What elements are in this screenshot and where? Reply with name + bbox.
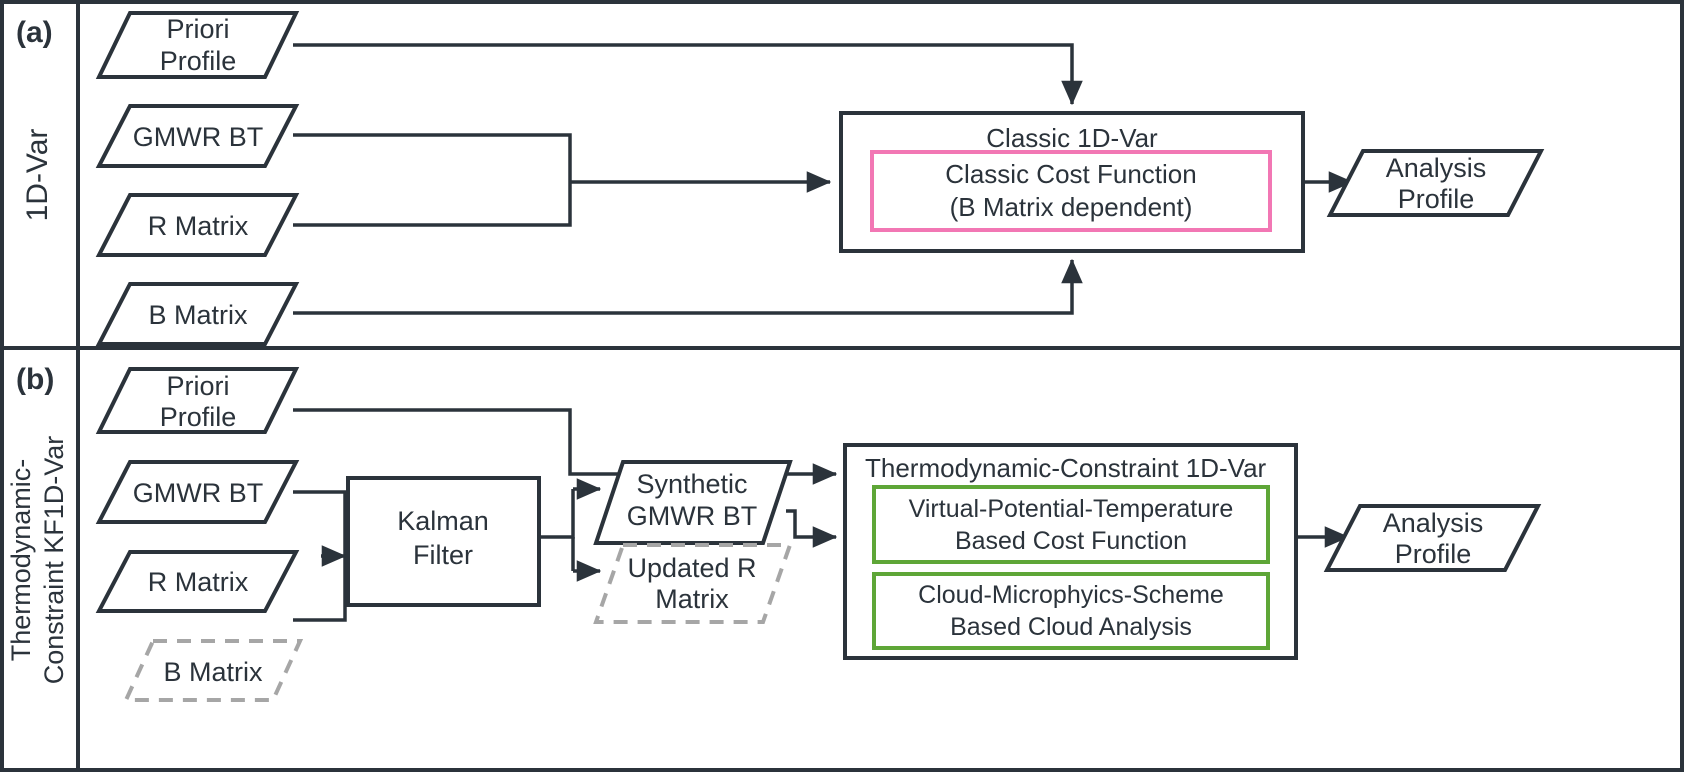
node-label-line1: Analysis — [1386, 153, 1487, 183]
inner-label-line2: (B Matrix dependent) — [950, 192, 1193, 222]
node-kalman-filter[interactable]: Kalman Filter — [346, 476, 541, 607]
inner-label-line2: Based Cost Function — [955, 527, 1187, 555]
node-b-matrix-b[interactable]: B Matrix — [122, 639, 304, 702]
inner-label-line1: Classic Cost Function — [945, 159, 1196, 189]
node-label-line1: Synthetic — [636, 469, 747, 499]
kalman-label-line1: Kalman — [397, 506, 489, 536]
node-label-line1: R Matrix — [148, 567, 249, 597]
node-label-line2: Profile — [1398, 184, 1475, 214]
node-label-line1: GMWR BT — [133, 122, 263, 152]
panel-b-tag: (b) — [16, 363, 54, 396]
node-updated-r-matrix[interactable]: Updated R Matrix — [593, 543, 793, 624]
panel-a-side-label: 1D-Var — [21, 129, 54, 222]
node-synthetic-gmwr-bt[interactable]: Synthetic GMWR BT — [593, 460, 793, 545]
node-priori-profile-b[interactable]: Priori Profile — [95, 367, 300, 434]
node-label-line1: Updated R — [627, 553, 756, 583]
node-b-matrix-a[interactable]: B Matrix — [95, 282, 300, 346]
node-priori-profile-a[interactable]: Priori Profile — [95, 11, 300, 79]
panel-a-tag: (a) — [16, 16, 53, 49]
node-label-line2: Matrix — [655, 584, 729, 614]
node-classic-cost-function[interactable]: Classic Cost Function (B Matrix dependen… — [870, 150, 1272, 232]
edge-priori-to-process-a — [293, 43, 1083, 106]
node-classic-1dvar-box[interactable]: Classic 1D-Var Classic Cost Function (B … — [839, 111, 1305, 253]
edge-kalman-to-intermediates — [539, 478, 602, 582]
node-cloud-microphysics-analysis[interactable]: Cloud-Microphyics-Scheme Based Cloud Ana… — [872, 572, 1270, 650]
panel-b-side-label-line1: Thermodynamic- — [6, 459, 36, 662]
node-label-line2: Profile — [160, 46, 237, 76]
edge-synthetic-to-process — [786, 509, 838, 548]
edge-obs-merge-a — [293, 133, 832, 227]
panel-b-side-label-line2: Constraint KF1D-Var — [39, 436, 69, 685]
node-analysis-profile-b[interactable]: Analysis Profile — [1323, 504, 1542, 572]
node-gmwr-bt-b[interactable]: GMWR BT — [95, 460, 300, 524]
node-label-line1: Priori — [166, 14, 229, 44]
process-title-a: Classic 1D-Var — [986, 123, 1158, 153]
node-analysis-profile-a[interactable]: Analysis Profile — [1326, 149, 1545, 217]
node-label-line1: Analysis — [1383, 508, 1484, 538]
node-label-line1: Priori — [166, 371, 229, 401]
inner-label-line1: Virtual-Potential-Temperature — [909, 495, 1234, 523]
node-r-matrix-a[interactable]: R Matrix — [95, 193, 300, 257]
panel-a: (a) 1D-Var Priori Profile GMWR BT — [16, 11, 1545, 346]
node-label-line2: GMWR BT — [627, 501, 757, 531]
node-label-line1: GMWR BT — [133, 478, 263, 508]
node-gmwr-bt-a[interactable]: GMWR BT — [95, 104, 300, 168]
node-thermo-1dvar-box[interactable]: Thermodynamic-Constraint 1D-Var Virtual-… — [843, 443, 1298, 660]
node-label-line1: B Matrix — [148, 300, 248, 330]
node-label-line2: Profile — [1395, 539, 1472, 569]
edge-bmatrix-to-process-a — [293, 258, 1083, 315]
node-label-line1: B Matrix — [163, 657, 263, 687]
node-virtual-potential-temperature-cost[interactable]: Virtual-Potential-Temperature Based Cost… — [872, 485, 1270, 564]
node-label-line2: Profile — [160, 402, 237, 432]
node-r-matrix-b[interactable]: R Matrix — [95, 550, 300, 613]
inner-label-line2: Based Cloud Analysis — [950, 613, 1192, 641]
inner-label-line1: Cloud-Microphyics-Scheme — [918, 581, 1224, 609]
process-title-b: Thermodynamic-Constraint 1D-Var — [865, 453, 1267, 483]
node-label-line1: R Matrix — [148, 211, 249, 241]
kalman-label-line2: Filter — [413, 540, 473, 570]
panel-b: (b) Thermodynamic- Constraint KF1D-Var — [6, 363, 1542, 702]
